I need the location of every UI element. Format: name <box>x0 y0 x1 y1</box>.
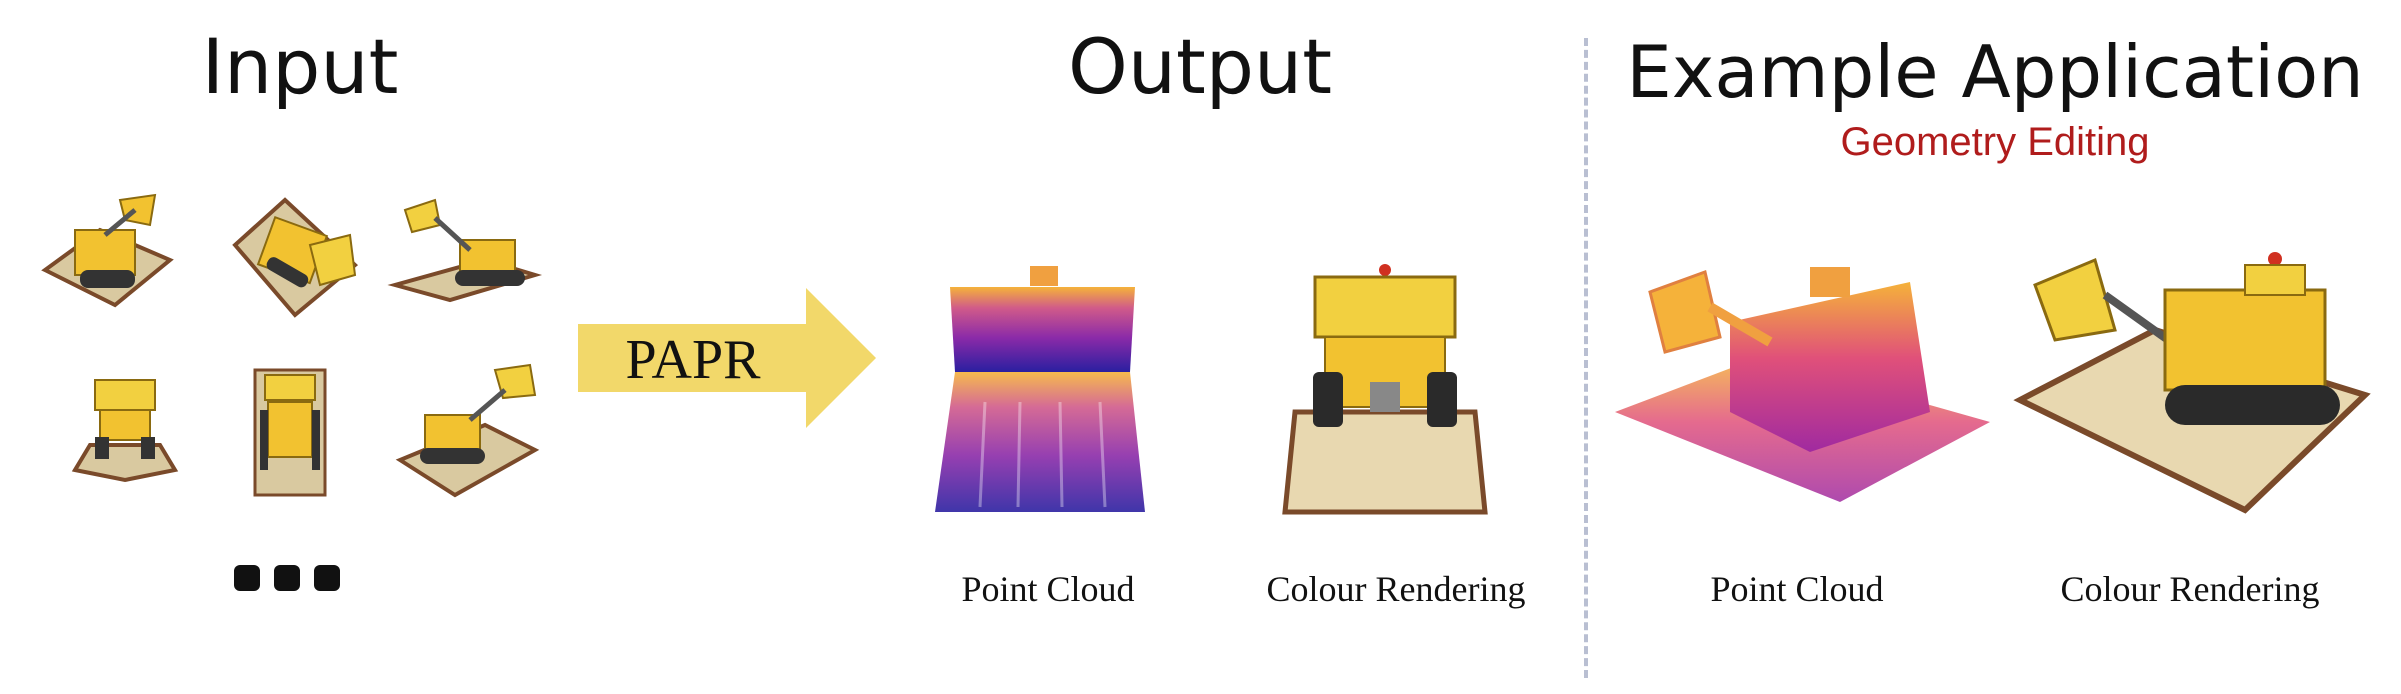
input-view-5 <box>253 368 327 497</box>
application-colour-rendering-caption: Colour Rendering <box>2060 569 2320 609</box>
input-view-1 <box>41 193 174 308</box>
input-heading: Input <box>201 22 399 111</box>
ellipsis-dot <box>234 565 260 591</box>
application-heading: Example Application <box>1626 30 2364 114</box>
output-colour-rendering <box>1282 264 1488 515</box>
application-point-cloud-caption: Point Cloud <box>1710 569 1884 609</box>
ellipsis-dot <box>314 565 340 591</box>
input-view-2 <box>232 197 359 318</box>
application-subheading: Geometry Editing <box>1840 120 2150 164</box>
section-divider <box>1584 38 1588 678</box>
output-colour-rendering-caption: Colour Rendering <box>1266 569 1526 609</box>
method-label: PAPR <box>625 329 761 391</box>
input-view-4 <box>71 379 179 483</box>
output-point-cloud-caption: Point Cloud <box>961 569 1135 609</box>
output-point-cloud <box>935 266 1145 512</box>
arrow-shape <box>578 288 876 428</box>
application-point-cloud <box>1615 267 1990 502</box>
input-view-6 <box>395 363 540 498</box>
application-colour-rendering <box>2013 252 2371 514</box>
method-arrow: PAPR <box>578 288 878 428</box>
output-heading: Output <box>1068 22 1332 111</box>
ellipsis-dot <box>274 565 300 591</box>
input-view-3 <box>387 198 543 303</box>
